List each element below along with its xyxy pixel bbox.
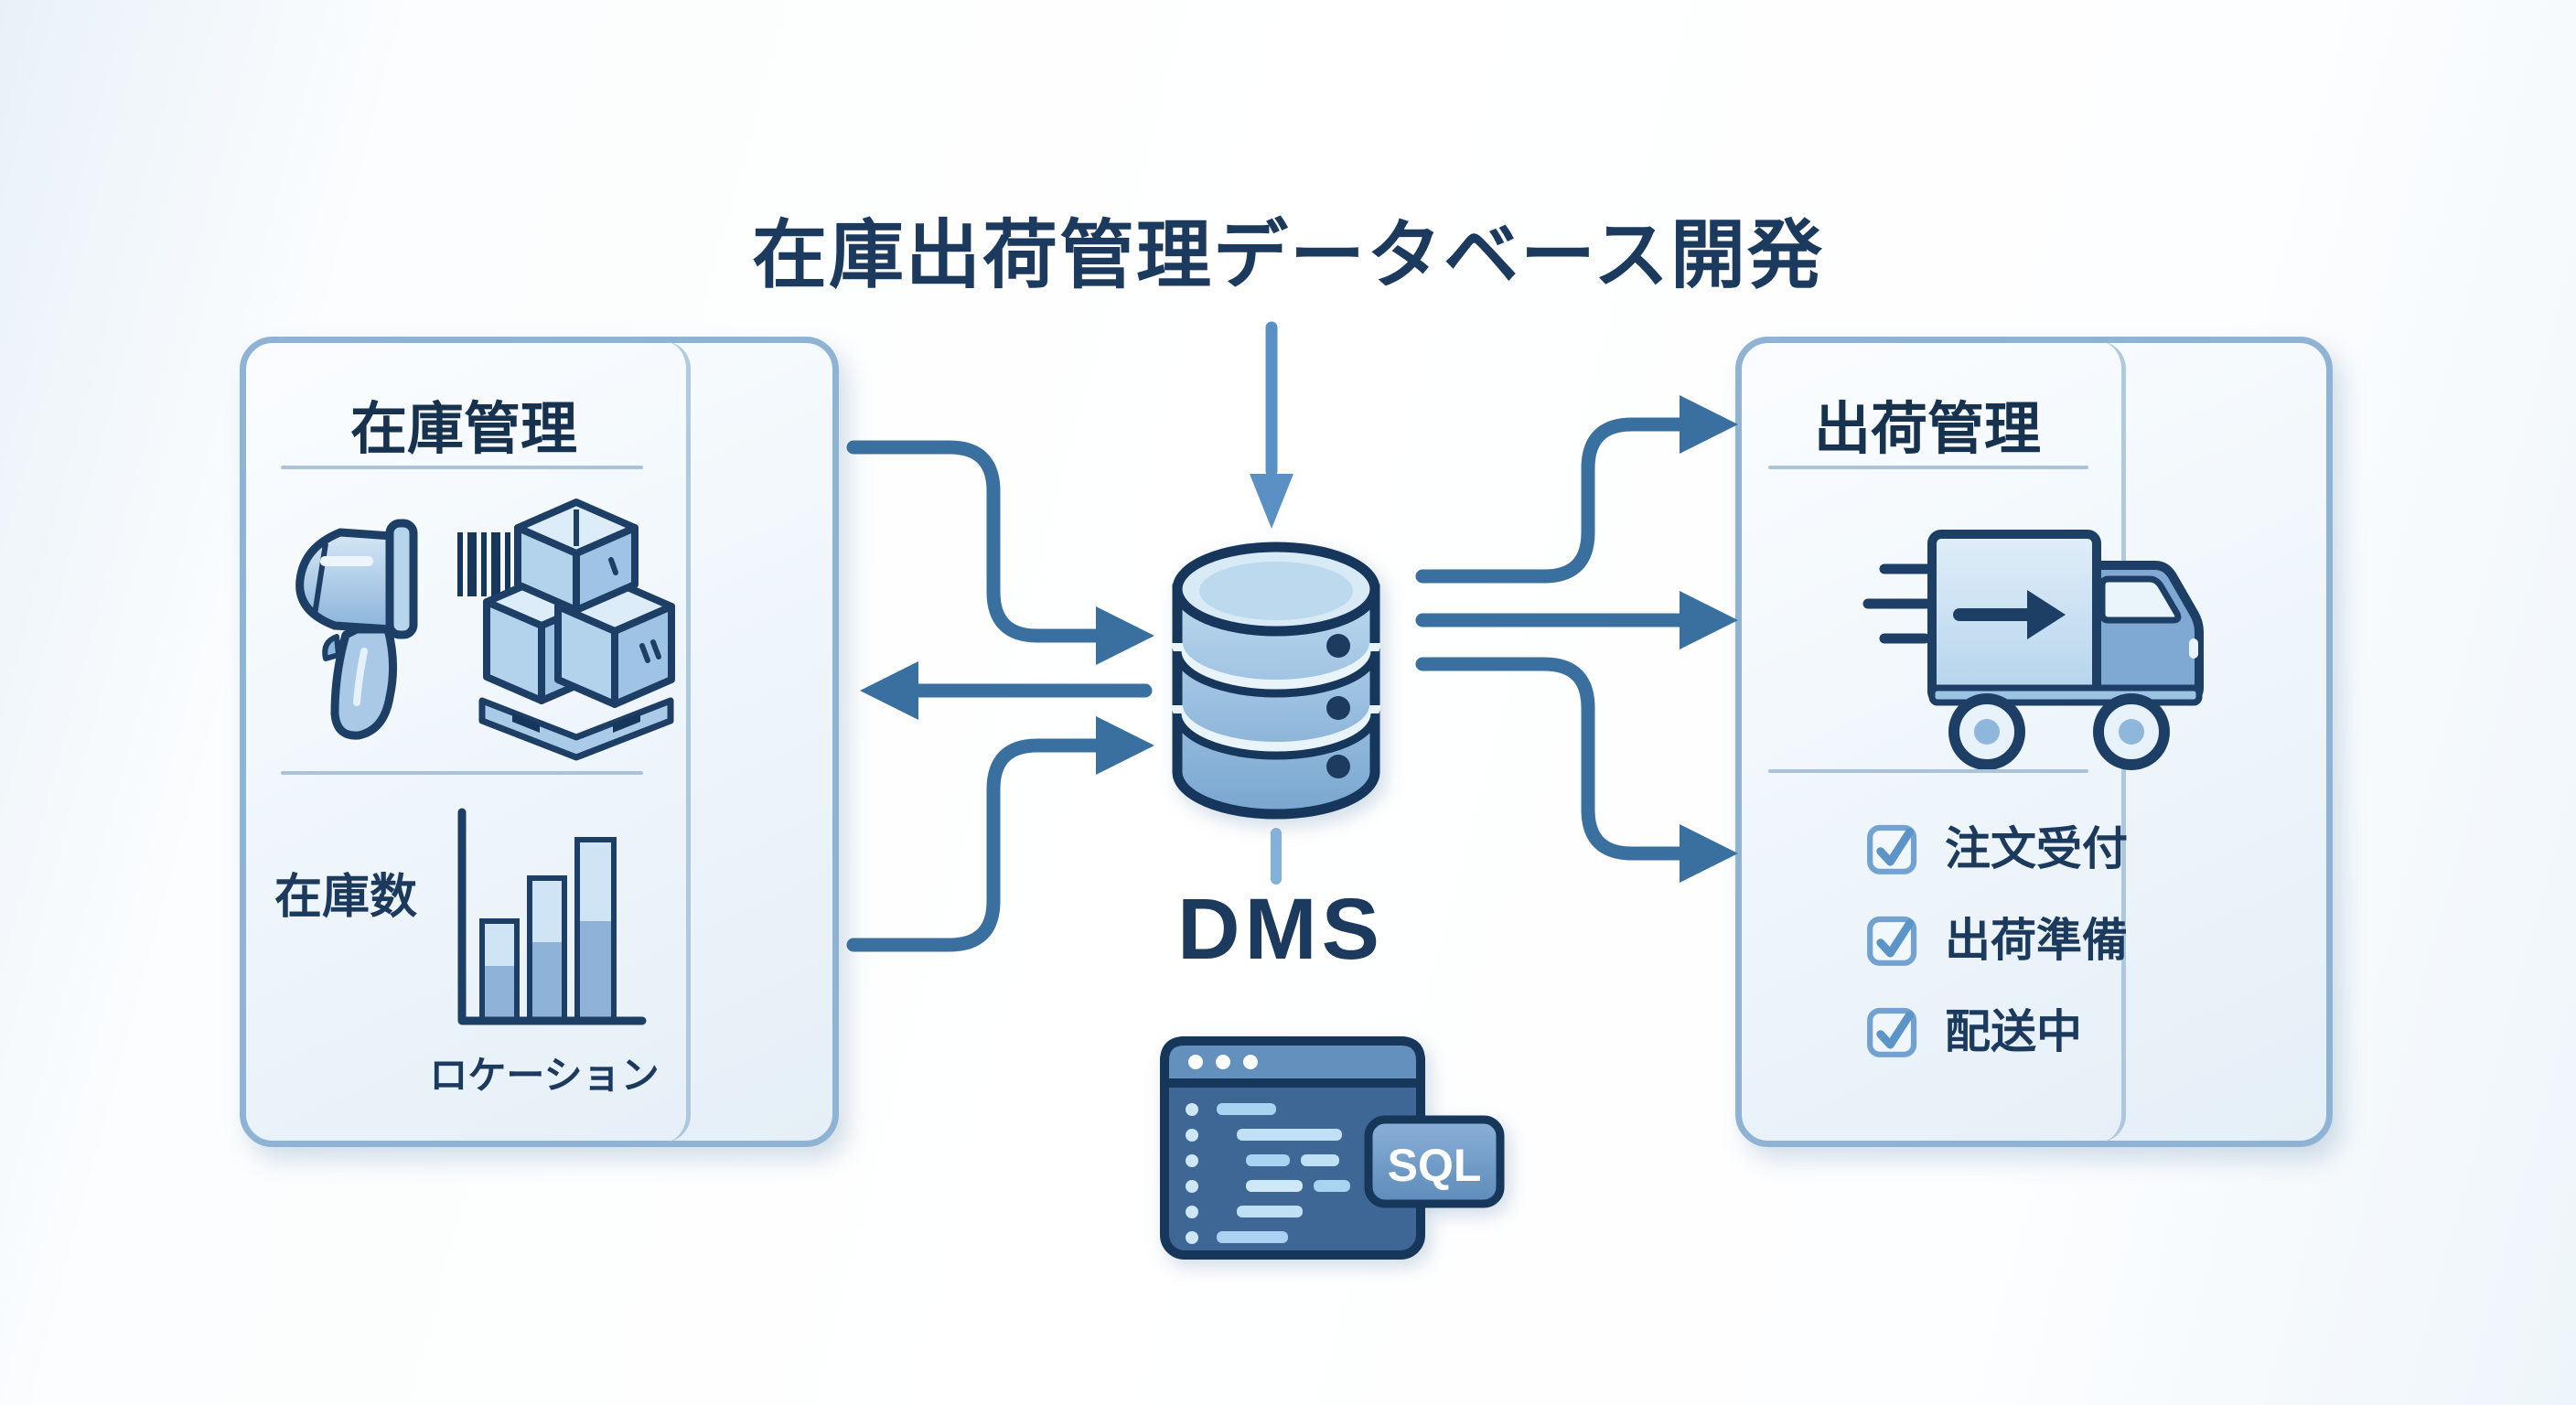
panel-inner-edge-line (246, 341, 691, 1142)
shipping-panel (1735, 337, 2333, 1147)
checklist-label: 出荷準備 (1945, 915, 2128, 966)
checkbox-checked-icon (1867, 1007, 1917, 1057)
checklist-label: 注文受付 (1945, 823, 2128, 874)
divider-line (1768, 769, 2088, 773)
checklist-item: 配送中 (1864, 1003, 2082, 1061)
database-cylinder-icon (1172, 542, 1380, 820)
arrow-db-to-shipping-bottom (1415, 657, 1687, 861)
location-label: ロケーション (429, 1054, 660, 1097)
divider-line (281, 466, 643, 469)
checklist-label: 配送中 (1945, 1006, 2082, 1057)
arrow-inventory-to-db-bottom (846, 738, 1103, 952)
diagram-title: 在庫出荷管理データベース開発 (752, 214, 1824, 297)
inventory-panel-title: 在庫管理 (349, 398, 577, 461)
arrow-inventory-to-db-top (846, 440, 1103, 643)
arrowhead (1680, 591, 1738, 649)
dms-label: DMS (1176, 881, 1385, 978)
arrow-db-to-shipping-top (1415, 417, 1687, 584)
stock-count-label: 在庫数 (274, 871, 418, 924)
divider-line (1768, 466, 2088, 469)
arrowhead (1680, 824, 1738, 883)
checklist-item: 注文受付 (1864, 820, 2128, 878)
checklist-item: 出荷準備 (1864, 911, 2128, 970)
shipping-panel-title: 出荷管理 (1813, 398, 2041, 461)
checkbox-checked-icon (1867, 824, 1917, 874)
divider-line (281, 771, 643, 775)
db-to-dms-connector-line (1271, 828, 1282, 885)
arrowhead (1096, 606, 1154, 665)
arrowhead (1096, 716, 1154, 775)
code-lines (1217, 1103, 1350, 1243)
arrowhead (860, 661, 918, 720)
title-down-arrow-icon (1250, 321, 1293, 529)
sql-badge-label: SQL (1387, 1140, 1482, 1191)
checkbox-checked-icon (1867, 916, 1917, 966)
